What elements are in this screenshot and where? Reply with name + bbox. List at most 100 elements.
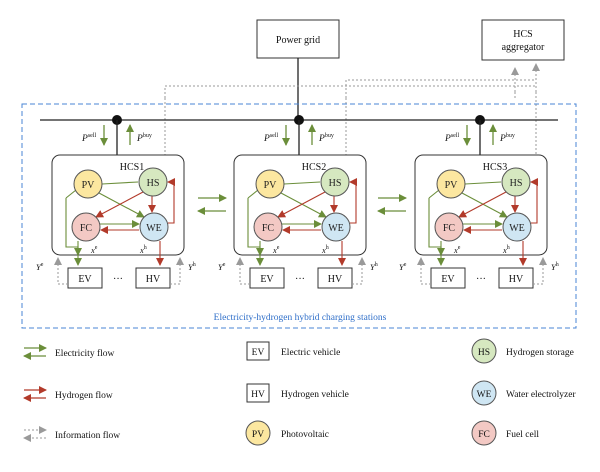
inter-station-link-1-2 (197, 194, 227, 215)
we-node-label: WE (328, 223, 344, 234)
info-loop-hv (533, 257, 547, 285)
fc-node: FC (71, 212, 101, 242)
flow-hs-fc (458, 191, 507, 218)
x-h-label: xh (321, 245, 329, 255)
x-e-label: xe (272, 245, 280, 255)
fc-node: FC (434, 212, 464, 242)
we-node: WE (502, 212, 532, 242)
p-buy-label: Pbuy (136, 133, 152, 144)
hs-node: HS (320, 167, 350, 197)
station-title: HCS3 (483, 162, 507, 173)
y-e-label: Ye (218, 262, 226, 272)
legend-hydrogen-label: Hydrogen flow (55, 390, 113, 401)
p-sell-label: Psell (263, 133, 278, 144)
hybrid-stations-region (21, 103, 577, 329)
flow-we-hs (530, 178, 538, 224)
legend-information-label: Information flow (55, 430, 120, 441)
ev-box-label: EV (441, 274, 455, 285)
hv-box: HV (498, 267, 534, 289)
pv-node-label: PV (264, 180, 278, 191)
hv-box-label: HV (328, 274, 343, 285)
we-node-label: WE (146, 223, 162, 234)
power-grid-box: Power grid (256, 19, 340, 59)
legend-hv: HV Hydrogen vehicle (246, 383, 349, 403)
x-e-label: xe (453, 245, 461, 255)
legend-fc: FC Fuel cell (471, 420, 539, 446)
legend-hv-label: Hydrogen vehicle (281, 390, 349, 400)
hv-box: HV (135, 267, 171, 289)
flow-pv-we (98, 192, 145, 218)
fc-node: FC (253, 212, 283, 242)
ev-box: EV (67, 267, 103, 289)
fc-node-label: FC (80, 223, 93, 234)
flow-we-hs (349, 178, 357, 224)
flow-hs-fc (95, 191, 144, 218)
pv-node: PV (73, 169, 103, 199)
legend-electricity-label: Electricity flow (55, 348, 114, 359)
fc-node-label: FC (262, 223, 275, 234)
aggregator-label-line1: HCS (513, 29, 532, 40)
x-e-label: xe (90, 245, 98, 255)
p-sell-label: Psell (444, 133, 459, 144)
hv-box-label: HV (509, 274, 524, 285)
p-buy-label: Pbuy (318, 133, 334, 144)
we-node: WE (139, 212, 169, 242)
ev-box-label: EV (260, 274, 274, 285)
flow-pv-we (280, 192, 327, 218)
y-e-label: Ye (36, 262, 44, 272)
flow-pv-left (65, 189, 77, 199)
legend-we: WE Water electrolyzer (471, 380, 576, 406)
info-loop-ev (236, 257, 250, 285)
vehicle-ellipsis: ··· (476, 274, 486, 285)
y-h-label: Yh (188, 262, 196, 272)
y-h-label: Yh (551, 262, 559, 272)
legend-ev-label: Electric vehicle (281, 348, 340, 358)
ev-box: EV (430, 267, 466, 289)
info-loop-hv (352, 257, 366, 285)
hcs-aggregator-box: HCS aggregator (481, 19, 565, 61)
legend-fc-abbr: FC (478, 430, 490, 440)
flow-we-hs (167, 178, 175, 224)
x-h-label: xh (139, 245, 147, 255)
legend-pv-label: Photovoltaic (281, 430, 329, 440)
flow-pv-hs-link (101, 181, 139, 185)
x-h-label: xh (502, 245, 510, 255)
power-grid-label: Power grid (276, 35, 320, 46)
ev-box-label: EV (78, 274, 92, 285)
flow-hs-fc (277, 191, 326, 218)
hs-node-label: HS (147, 178, 160, 189)
region-label: Electricity-hydrogen hybrid charging sta… (214, 313, 387, 323)
pv-node: PV (436, 169, 466, 199)
hs-node-label: HS (329, 178, 342, 189)
hv-box-label: HV (146, 274, 161, 285)
vehicle-ellipsis: ··· (295, 274, 305, 285)
legend-we-label: Water electrolyzer (506, 390, 576, 400)
flow-pv-we (461, 192, 508, 218)
aggregator-label-line2: aggregator (502, 42, 545, 53)
flow-pv-hs-link (464, 181, 502, 185)
y-e-label: Ye (399, 262, 407, 272)
hs-node-label: HS (510, 178, 523, 189)
ev-box: EV (249, 267, 285, 289)
legend-hydrogen-flow: Hydrogen flow (23, 386, 113, 402)
vehicle-ellipsis: ··· (113, 274, 123, 285)
pv-node-label: PV (445, 180, 459, 191)
legend-hs-label: Hydrogen storage (506, 348, 574, 358)
y-h-label: Yh (370, 262, 378, 272)
inter-station-link-2-3 (377, 194, 407, 215)
info-loop-hv (170, 257, 184, 285)
legend: Electricity flow Hydrogen flow Informati… (23, 338, 576, 446)
p-sell-label: Psell (81, 133, 96, 144)
flow-pv-hs-link (283, 181, 321, 185)
hs-node: HS (138, 167, 168, 197)
hs-node: HS (501, 167, 531, 197)
legend-hs-abbr: HS (478, 348, 490, 358)
legend-hs: HS Hydrogen storage (471, 338, 574, 364)
legend-ev-abbr: EV (252, 348, 265, 358)
station-title: HCS1 (120, 162, 144, 173)
flow-pv-left (247, 189, 259, 199)
